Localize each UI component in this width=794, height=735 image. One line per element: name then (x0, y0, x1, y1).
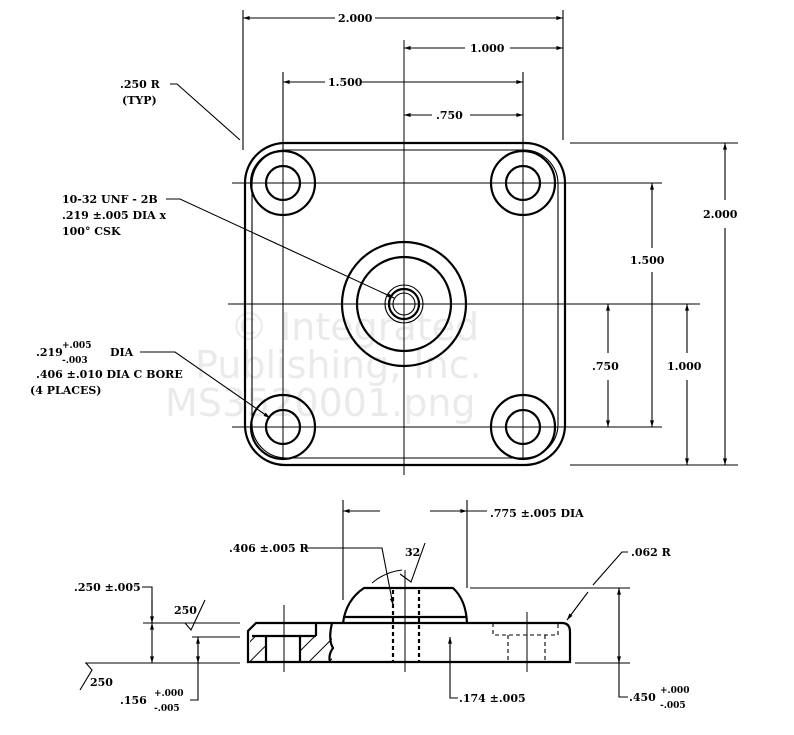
top-view: 2.000 1.000 1.500 .750 2.000 1.500 1.000… (30, 10, 738, 475)
finish-symbols (79, 542, 426, 691)
hatch-right (300, 636, 332, 661)
center-boss (340, 240, 468, 368)
corner-hole (489, 393, 557, 461)
svg-text:(4 PLACES): (4 PLACES) (30, 384, 102, 397)
svg-text:MS3520001.png: MS3520001.png (165, 381, 476, 425)
svg-text:-.005: -.005 (154, 704, 180, 714)
svg-text:-.005: -.005 (660, 701, 686, 711)
dim-hole-spacing-y: 1.500 (630, 254, 665, 267)
plate-thickness-label: .250 ±.005 (74, 581, 141, 594)
svg-text:.450: .450 (629, 691, 656, 704)
side-view: .775 ±.005 DIA .406 ±.005 R 32 .062 R .2… (74, 500, 689, 714)
dim-center-to-edge-y: 1.000 (667, 360, 702, 373)
svg-text:+.005: +.005 (62, 341, 91, 351)
dimension-lines (243, 16, 727, 465)
dim-center-to-hole-y: .750 (592, 360, 619, 373)
svg-text:100° CSK: 100° CSK (62, 225, 121, 238)
svg-text:-.003: -.003 (62, 356, 88, 366)
thread-note: 10-32 UNF - 2B .219 ±.005 DIA x 100° CSK (62, 193, 167, 238)
dim-center-to-hole-x: .750 (436, 109, 463, 122)
dome-radius-label: .406 ±.005 R (229, 542, 309, 555)
step-height-label: .174 ±.005 (459, 692, 526, 705)
finish-dome-label: 32 (405, 546, 420, 559)
dome-dia-label: .775 ±.005 DIA (490, 507, 584, 520)
svg-text:(TYP): (TYP) (122, 94, 157, 107)
edge-radius-label: .062 R (631, 546, 672, 559)
leaders (140, 83, 395, 419)
dim-center-to-edge: 1.000 (470, 42, 505, 55)
svg-text:Publishing, Inc.: Publishing, Inc. (195, 343, 482, 387)
extension-lines (242, 10, 738, 466)
dome (341, 586, 469, 624)
hole-note: .219 +.005 -.003 DIA .406 ±.010 DIA C BO… (30, 341, 183, 397)
svg-text:.156: .156 (120, 694, 147, 707)
corner-hole (249, 149, 317, 217)
overall-height-label: .450 +.000 -.005 (629, 686, 689, 711)
svg-text:.219: .219 (36, 346, 63, 359)
dim-overall-width: 2.000 (338, 12, 373, 25)
base-plate (246, 621, 572, 664)
corner-hole (489, 149, 557, 217)
svg-text:DIA: DIA (110, 346, 134, 359)
corner-radius-note: .250 R (TYP) (120, 78, 161, 107)
dim-hole-spacing-x: 1.500 (328, 76, 363, 89)
dim-overall-height: 2.000 (703, 208, 738, 221)
corner-hole (249, 393, 317, 461)
svg-text:.406 ±.010 DIA C BORE: .406 ±.010 DIA C BORE (36, 368, 183, 381)
cbore-depth-label: .156 +.000 -.005 (120, 689, 183, 714)
svg-text:.219 ±.005 DIA x: .219 ±.005 DIA x (62, 209, 167, 222)
watermark: © Integrated Publishing, Inc. MS3520001.… (165, 305, 482, 425)
hatch-left (250, 636, 266, 661)
svg-text:+.000: +.000 (154, 689, 183, 699)
finish-top-label: 250 (174, 604, 197, 617)
centerlines (228, 40, 700, 475)
svg-text:.250 R: .250 R (120, 78, 161, 91)
svg-text:+.000: +.000 (660, 686, 689, 696)
svg-text:10-32 UNF - 2B: 10-32 UNF - 2B (62, 193, 158, 206)
finish-bottom-label: 250 (90, 676, 113, 689)
